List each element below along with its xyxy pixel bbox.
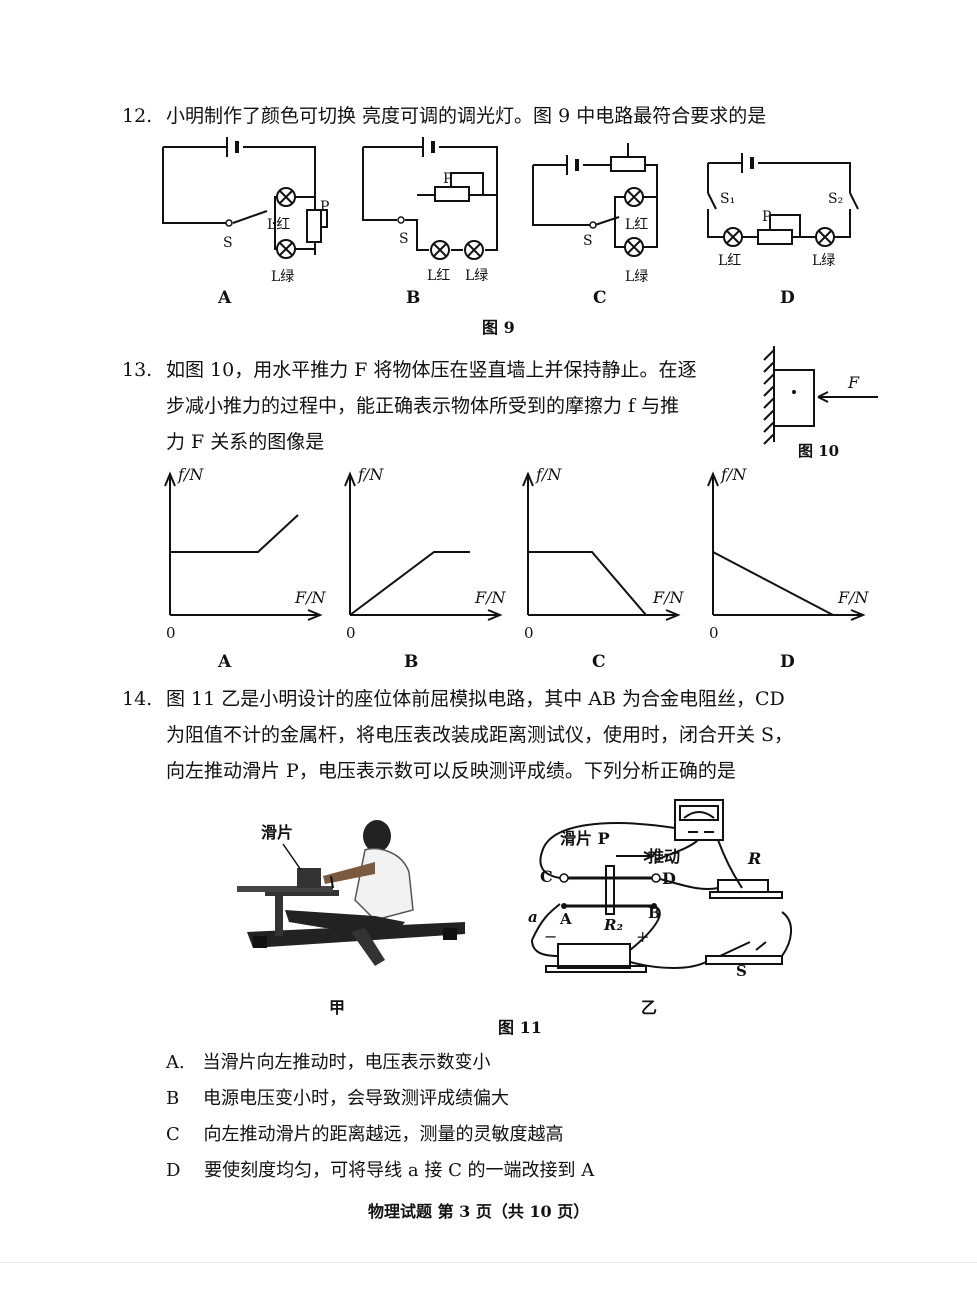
q13-graph-c: f/N F/N 0: [522, 465, 684, 642]
q14-option-c[interactable]: C 向左推动滑片的距离越远，测量的灵敏度越高: [166, 1120, 564, 1146]
q13-option-d: D: [780, 652, 795, 672]
q14-option-d[interactable]: D 要使刻度均匀，可将导线 a 接 C 的一端改接到 A: [166, 1156, 594, 1182]
q13-graph-a: f/N F/N 0: [164, 465, 326, 642]
option-text: 向左推动滑片的距离越远，测量的灵敏度越高: [203, 1124, 564, 1145]
svg-text:L绿: L绿: [271, 269, 294, 285]
q12-option-b: B: [406, 288, 421, 308]
q14-line-2: 为阻值不计的金属杆，将电压表改装成距离测试仪，使用时，闭合开关 S，: [166, 724, 794, 746]
q13-line-2: 步减小推力的过程中，能正确表示物体所受到的摩擦力 f 与推: [166, 395, 680, 417]
q14-caption-yi: 乙: [641, 998, 658, 1017]
q13-graph-d: f/N F/N 0: [707, 465, 869, 642]
q12-number: 12.: [122, 105, 153, 127]
svg-text:推动: 推动: [648, 847, 680, 866]
q13-option-a: A: [218, 652, 232, 672]
svg-text:S: S: [583, 233, 593, 249]
svg-text:R: R: [747, 849, 761, 868]
q12-circuit-a: P L红 S L绿: [162, 137, 329, 285]
svg-text:L红: L红: [718, 253, 741, 269]
svg-text:F/N: F/N: [652, 588, 684, 607]
svg-text:C: C: [540, 867, 553, 886]
q12-option-c: C: [593, 288, 607, 308]
svg-text:f/N: f/N: [177, 465, 204, 484]
page-footer: 物理试题 第 3 页（共 10 页）: [368, 1202, 590, 1221]
svg-text:A: A: [559, 910, 572, 928]
q12-circuit-c: S L红 L绿: [532, 143, 658, 285]
svg-text:S: S: [736, 962, 747, 980]
svg-text:滑片 P: 滑片 P: [560, 829, 610, 848]
svg-text:S: S: [399, 231, 409, 247]
svg-text:f/N: f/N: [720, 465, 747, 484]
q14-figure-jia: 滑片: [237, 820, 465, 966]
svg-text:L红: L红: [427, 268, 450, 284]
option-key: C: [166, 1124, 180, 1145]
option-key: D: [166, 1160, 181, 1181]
svg-text:S: S: [223, 235, 233, 251]
svg-text:F/N: F/N: [837, 588, 869, 607]
svg-text:图 10: 图 10: [798, 442, 839, 460]
page-divider: [0, 1262, 977, 1263]
svg-text:0: 0: [524, 624, 534, 642]
svg-text:f/N: f/N: [357, 465, 384, 484]
q12-text: 小明制作了颜色可切换 亮度可调的调光灯。图 9 中电路最符合要求的是: [166, 105, 767, 127]
svg-text:L红: L红: [625, 217, 648, 233]
svg-text:L绿: L绿: [465, 268, 488, 284]
svg-text:+: +: [636, 927, 649, 946]
svg-text:L绿: L绿: [812, 253, 835, 269]
q14-option-a[interactable]: A. 当滑片向左推动时，电压表示数变小: [166, 1048, 490, 1074]
option-key: A.: [166, 1052, 185, 1073]
svg-text:B: B: [648, 904, 661, 922]
q14-caption-jia: 甲: [329, 998, 346, 1017]
svg-text:滑片: 滑片: [261, 823, 293, 842]
q12-circuit-d: S₁ S₂ P L红 L绿: [707, 153, 859, 269]
svg-text:F/N: F/N: [474, 588, 506, 607]
q13-graph-b: f/N F/N 0: [344, 465, 506, 642]
svg-text:−: −: [544, 927, 557, 946]
svg-text:S₂: S₂: [828, 191, 843, 207]
svg-text:P: P: [762, 209, 771, 225]
svg-text:D: D: [662, 869, 676, 888]
q14-option-b[interactable]: B 电源电压变小时，会导致测评成绩偏大: [166, 1084, 509, 1110]
svg-text:F: F: [847, 373, 860, 392]
q13-option-b: B: [404, 652, 419, 672]
option-text: 当滑片向左推动时，电压表示数变小: [202, 1052, 491, 1073]
svg-text:R₂: R₂: [603, 916, 623, 934]
svg-text:a: a: [528, 908, 538, 926]
q12-option-a: A: [218, 288, 232, 308]
q14-line-1: 图 11 乙是小明设计的座位体前屈模拟电路，其中 AB 为合金电阻丝，CD: [166, 688, 785, 710]
svg-text:L红: L红: [267, 217, 290, 233]
svg-text:f/N: f/N: [535, 465, 562, 484]
q14-number: 14.: [122, 688, 153, 710]
q13-line-1: 如图 10，用水平推力 F 将物体压在竖直墙上并保持静止。在逐: [166, 359, 697, 381]
q13-option-c: C: [592, 652, 606, 672]
svg-text:L绿: L绿: [625, 269, 648, 285]
label-P: P: [320, 199, 329, 215]
svg-text:S₁: S₁: [720, 191, 735, 207]
q12-circuit-b: P S L红 L绿: [362, 137, 498, 284]
q14-figure-caption: 图 11: [498, 1018, 542, 1037]
q14-figure-yi: 滑片 P 推动 C D A B R₂ R S a − +: [528, 799, 792, 980]
svg-text:0: 0: [709, 624, 719, 642]
option-key: B: [166, 1088, 180, 1109]
q13-number: 13.: [122, 359, 153, 381]
option-text: 电源电压变小时，会导致测评成绩偏大: [202, 1088, 509, 1109]
q13-figure-10: F 图 10: [763, 346, 878, 460]
q14-line-3: 向左推动滑片 P，电压表示数可以反映测评成绩。下列分析正确的是: [166, 760, 736, 782]
svg-text:0: 0: [346, 624, 356, 642]
q12-option-d: D: [780, 288, 795, 308]
svg-text:0: 0: [166, 624, 176, 642]
svg-text:F/N: F/N: [294, 588, 326, 607]
q13-line-3: 力 F 关系的图像是: [166, 431, 325, 453]
q12-figure-caption: 图 9: [482, 318, 515, 337]
option-text: 要使刻度均匀，可将导线 a 接 C 的一端改接到 A: [204, 1160, 595, 1181]
svg-text:P: P: [443, 171, 452, 187]
